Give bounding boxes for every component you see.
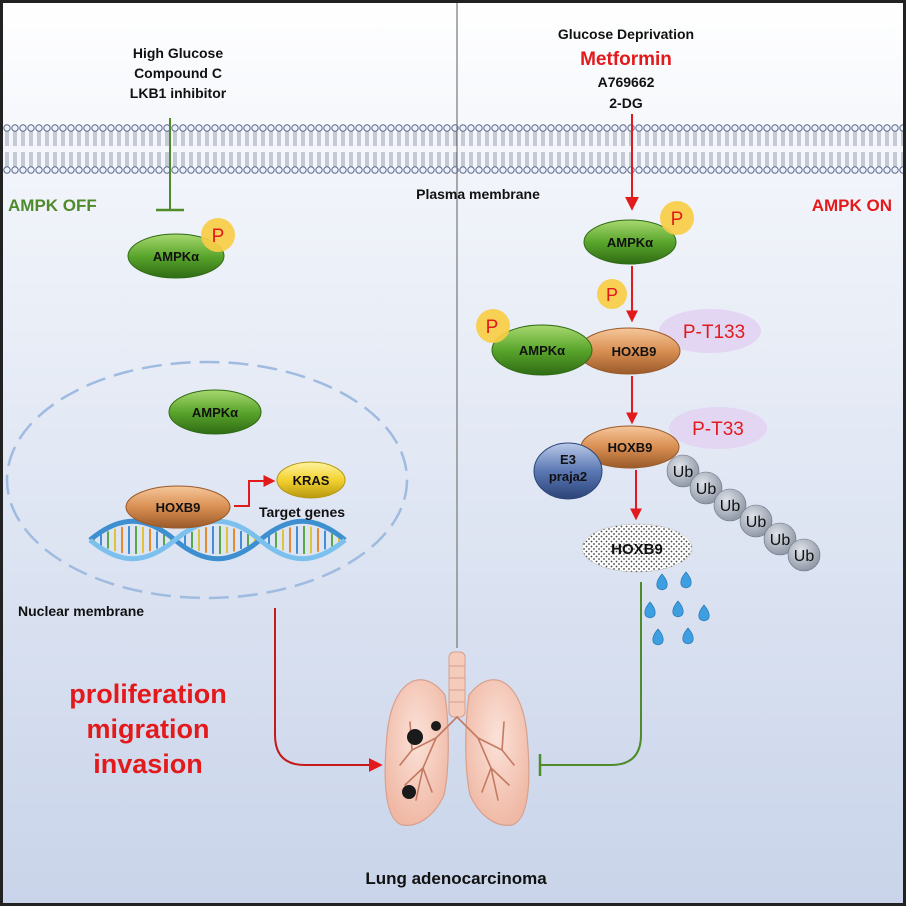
ampk-inactive-left: AMPKα P [127,218,235,279]
promotion-arrow-to-lung [274,608,383,772]
transcription-arrow [234,475,276,507]
plasma-membrane-label: Plasma membrane [416,186,540,202]
degradation-droplets [644,571,710,646]
svg-text:Ub: Ub [746,514,767,531]
svg-text:Ub: Ub [696,481,717,498]
stimulus-a769662: A769662 [598,74,655,90]
dna-helix [88,518,347,562]
ubiquitin-chain: Ub Ub Ub Ub Ub Ub [666,454,821,572]
svg-text:HOXB9: HOXB9 [608,440,653,455]
droplet [656,573,668,591]
svg-text:HOXB9: HOXB9 [612,344,657,359]
stimulus-glucose-deprivation: Glucose Deprivation [558,26,694,42]
svg-text:AMPKα: AMPKα [607,235,653,250]
svg-text:P: P [486,317,499,338]
droplet [672,600,684,618]
ampk-nuclear: AMPKα [168,389,262,435]
svg-text:Ub: Ub [673,464,694,481]
svg-text:P: P [671,209,684,230]
droplet [698,604,710,622]
phospho-label: P [212,226,225,247]
svg-text:P: P [606,285,618,305]
nuclear-membrane-label: Nuclear membrane [18,603,144,619]
droplet [652,628,664,646]
stimulus-compound-c: Compound C [134,65,222,81]
svg-text:HOXB9: HOXB9 [156,500,201,515]
phospho-circle [201,218,235,252]
droplet [680,571,692,589]
hoxb9-phospho-t33: P-T33 [669,407,767,449]
lung-adenocarcinoma-label: Lung adenocarcinoma [365,869,547,888]
kras: KRAS [276,461,346,499]
site-t33-label: P-T33 [692,419,744,440]
lung-illustration [384,651,530,826]
free-phosphate: P [597,279,627,309]
outcome-migration: migration [86,714,209,744]
svg-text:Ub: Ub [794,548,815,565]
svg-text:E3: E3 [560,452,576,467]
droplet [644,601,656,619]
droplet [682,627,694,645]
outcome-invasion: invasion [93,749,203,779]
ampk-label: AMPKα [153,249,199,264]
hoxb9-phosphorylated: HOXB9 [580,425,680,469]
target-genes-label: Target genes [259,504,345,520]
svg-text:Ub: Ub [770,532,791,549]
stimulus-metformin: Metformin [580,49,672,70]
svg-text:AMPKα: AMPKα [192,405,238,420]
svg-text:HOXB9: HOXB9 [611,541,663,558]
outcome-proliferation: proliferation [69,679,227,709]
inhibition-curve-to-lung [540,582,642,766]
stimulus-high-glucose: High Glucose [133,45,223,61]
ampk-on-label: AMPK ON [812,196,892,215]
ampk-active-right: AMPKα P [583,201,694,265]
ampk-off-label: AMPK OFF [8,196,97,215]
e3-ligase-praja2: E3 praja2 [533,442,603,500]
hoxb9-degraded: HOXB9 [581,523,693,573]
ampk-hoxb9-complex: P-T133 HOXB9 AMPKα P [476,309,761,376]
stimulus-lkb1-inhibitor: LKB1 inhibitor [130,85,227,101]
hoxb9-nuclear: HOXB9 [125,485,231,529]
svg-text:Ub: Ub [720,498,741,515]
svg-text:praja2: praja2 [549,469,587,484]
nuclear-membrane [5,360,409,600]
site-t133-label: P-T133 [683,322,745,343]
plasma-membrane-bilayer [3,124,903,174]
svg-text:KRAS: KRAS [293,473,330,488]
svg-text:AMPKα: AMPKα [519,343,565,358]
stimulus-2dg: 2-DG [609,95,643,111]
